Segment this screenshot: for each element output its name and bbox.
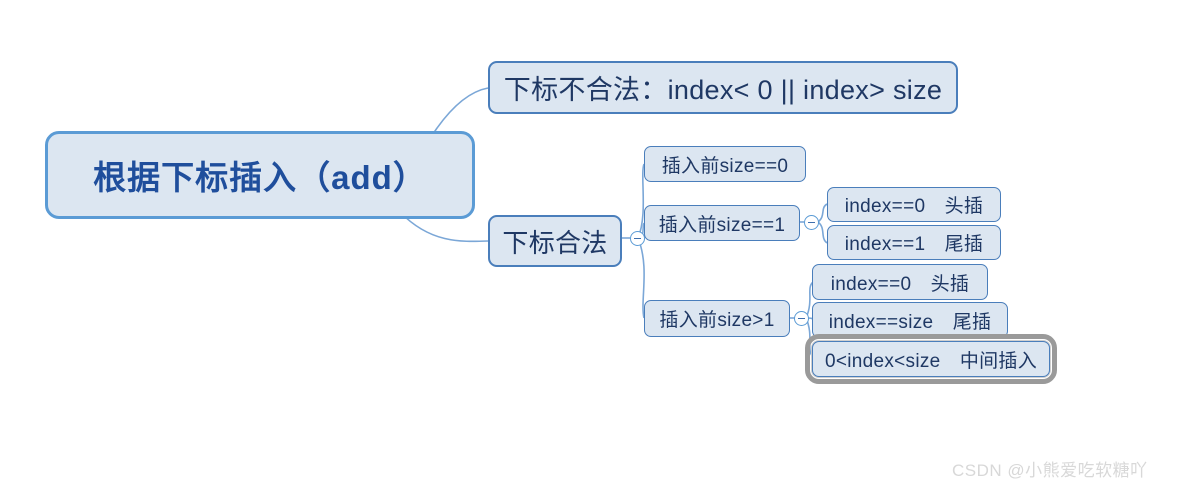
- node-size1-index-eq-1-label: index==1 尾插: [844, 234, 984, 255]
- node-illegal-index-label: 下标不合法：index< 0 || index> size: [503, 75, 943, 105]
- node-sizeN-index-middle[interactable]: 0<index<size 中间插入: [805, 334, 1057, 384]
- node-size1-index-eq-1[interactable]: index==1 尾插: [827, 225, 1001, 260]
- node-size-eq-0-label: 插入前size==0: [661, 155, 789, 177]
- root-node[interactable]: 根据下标插入（add）: [45, 131, 475, 219]
- node-legal-index[interactable]: 下标合法: [488, 215, 622, 267]
- node-size-gt-1[interactable]: 插入前size>1: [644, 300, 790, 337]
- collapse-toggle-legal[interactable]: [630, 231, 645, 246]
- collapse-toggle-size-gt-1[interactable]: [794, 311, 809, 326]
- node-size1-index-eq-0[interactable]: index==0 头插: [827, 187, 1001, 222]
- node-illegal-index[interactable]: 下标不合法：index< 0 || index> size: [488, 61, 958, 114]
- collapse-toggle-size-eq-1[interactable]: [804, 215, 819, 230]
- node-size1-index-eq-0-label: index==0 头插: [844, 196, 984, 217]
- node-sizeN-index-eq-0[interactable]: index==0 头插: [812, 264, 988, 300]
- node-size-eq-0[interactable]: 插入前size==0: [644, 146, 806, 182]
- node-legal-index-label: 下标合法: [502, 227, 608, 258]
- root-node-label: 根据下标插入（add）: [93, 159, 427, 196]
- node-size-eq-1[interactable]: 插入前size==1: [644, 205, 800, 241]
- node-sizeN-index-eq-0-label: index==0 头插: [830, 273, 970, 295]
- node-sizeN-index-eq-size-label: index==size 尾插: [828, 311, 992, 333]
- node-sizeN-index-middle-label: 0<index<size 中间插入: [824, 350, 1038, 372]
- node-size-gt-1-label: 插入前size>1: [659, 310, 775, 331]
- node-size-eq-1-label: 插入前size==1: [658, 214, 786, 236]
- node-sizeN-index-eq-size[interactable]: index==size 尾插: [812, 302, 1008, 338]
- watermark-text: CSDN @小熊爱吃软糖吖: [952, 461, 1148, 480]
